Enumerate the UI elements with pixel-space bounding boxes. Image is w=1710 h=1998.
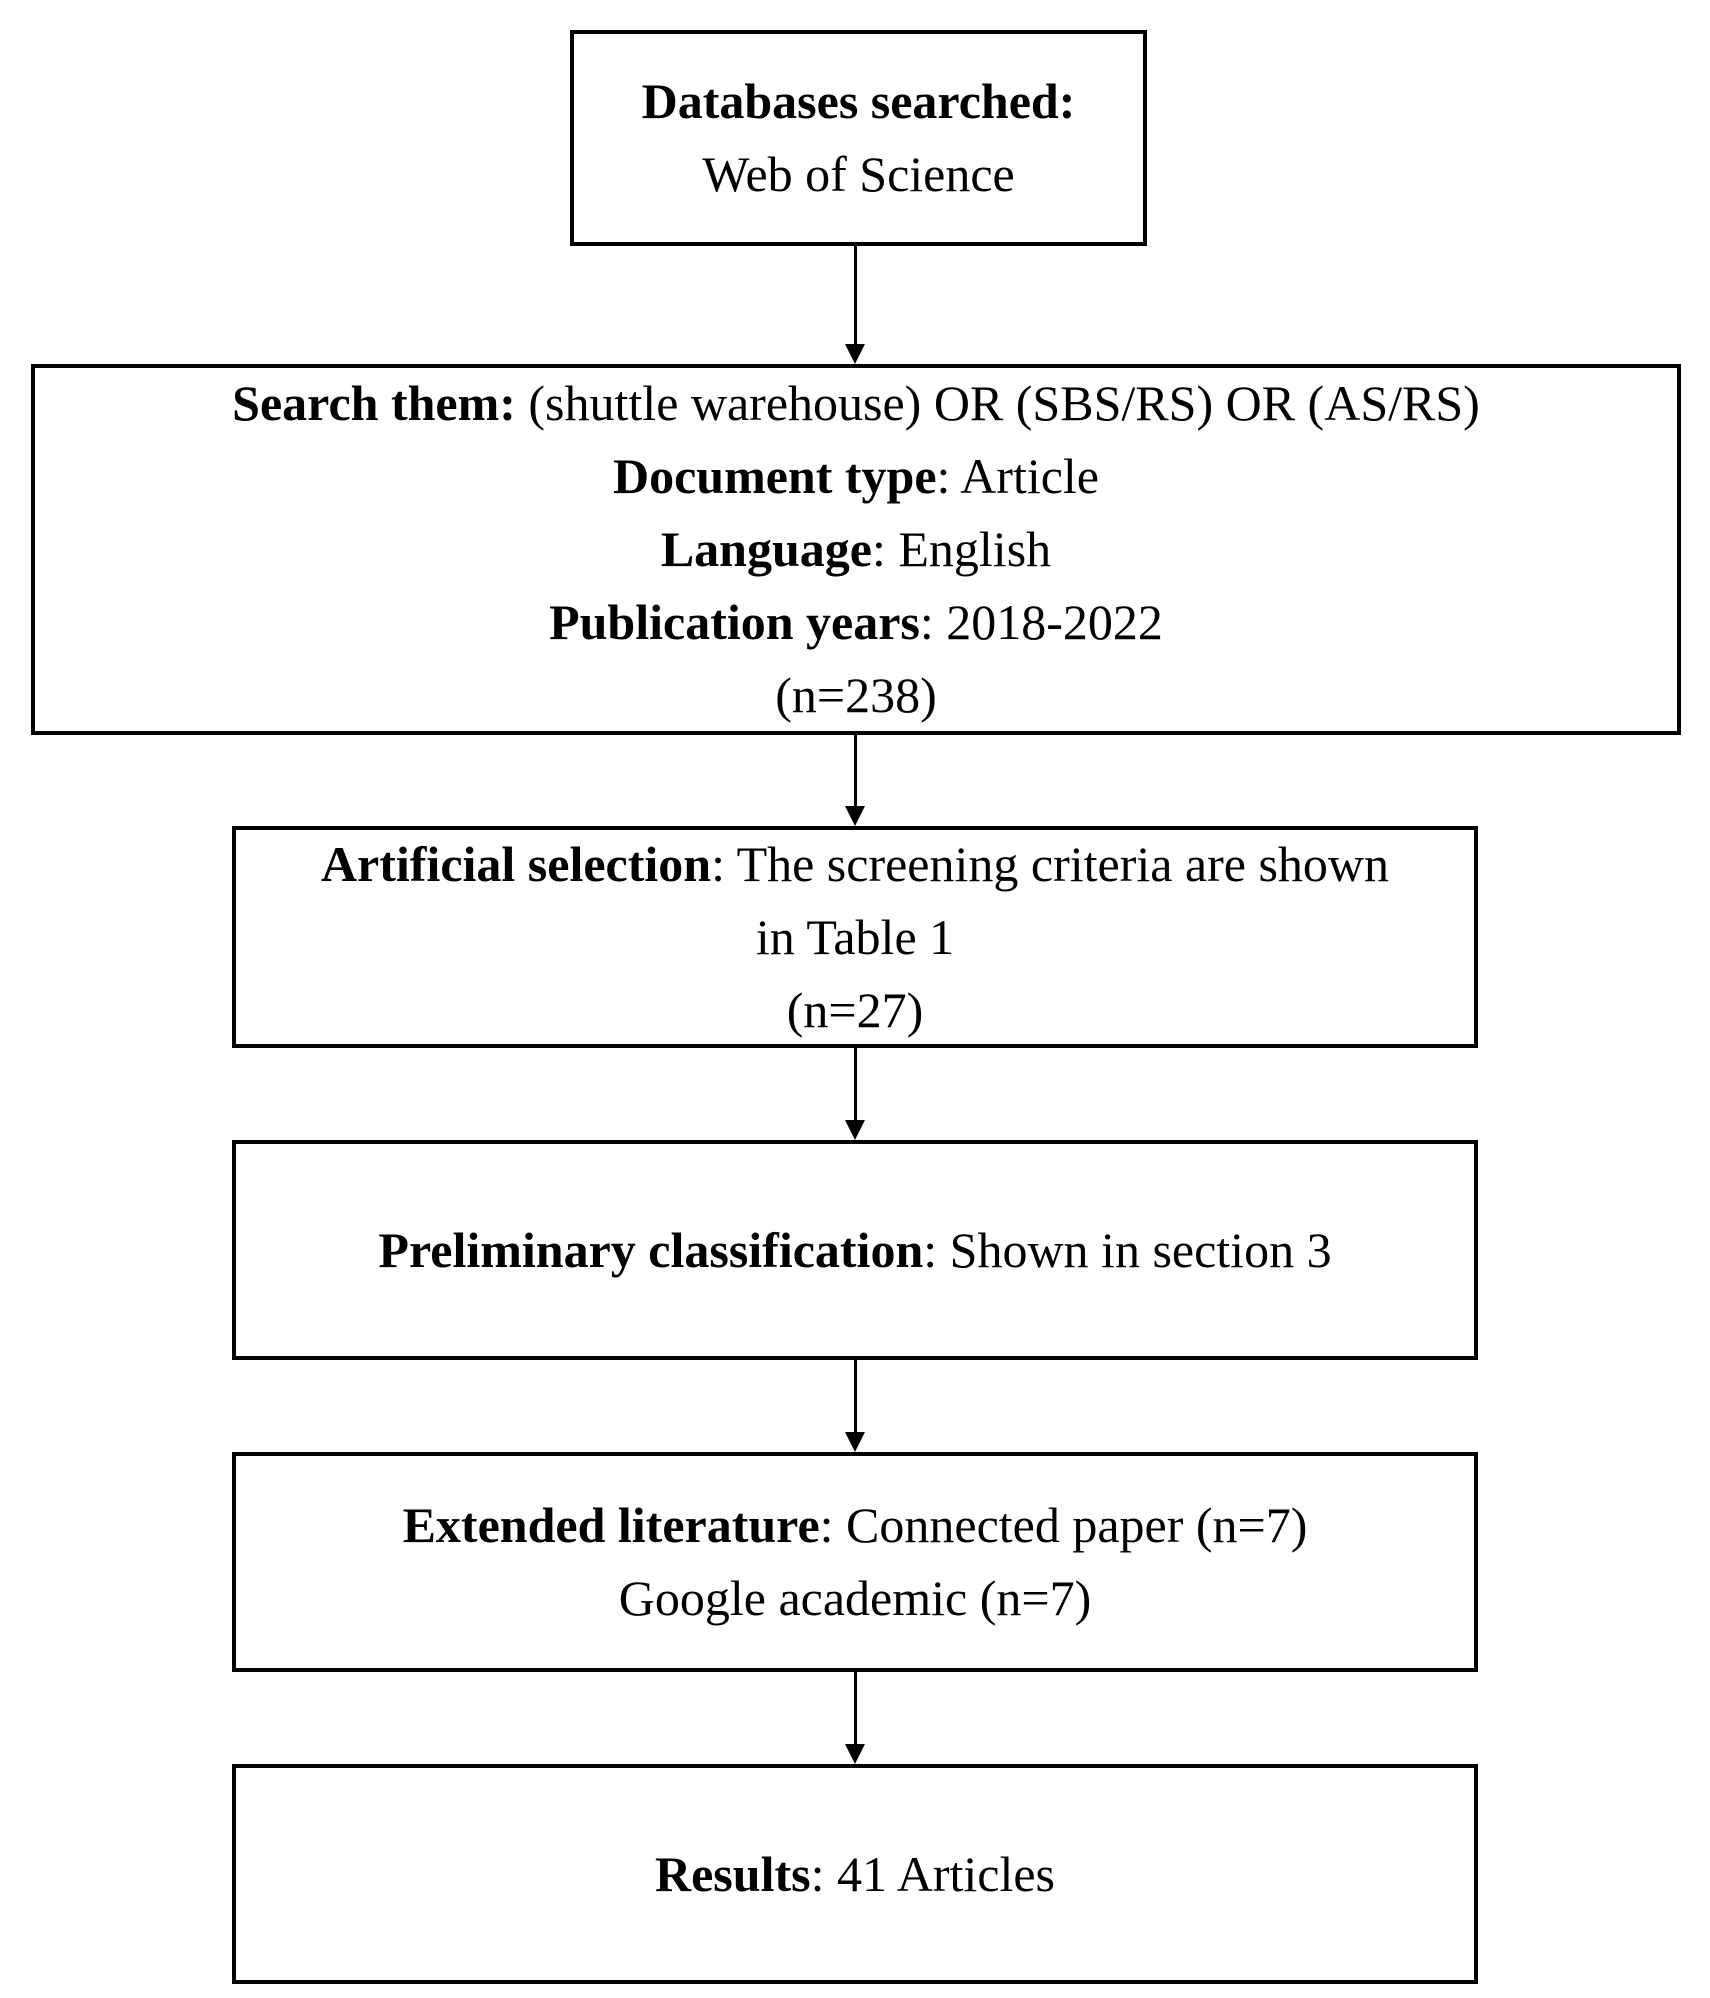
text-segment: : 41 Articles [810, 1845, 1055, 1902]
flow-box-artificial-selection: Artificial selection: The screening crit… [232, 826, 1478, 1048]
bold-label: Document type [612, 448, 937, 504]
text-line: Web of Science [702, 138, 1015, 211]
arrow-down-icon [845, 806, 865, 826]
text-segment: : English [871, 521, 1052, 577]
flow-box-search-terms: Search them: (shuttle warehouse) OR (SBS… [31, 364, 1681, 735]
flow-arrow-databases-to-search [845, 246, 865, 364]
arrow-down-icon [845, 344, 865, 364]
arrow-shaft [853, 735, 857, 806]
text-segment: Web of Science [702, 146, 1015, 202]
arrow-shaft [853, 1360, 857, 1432]
text-line: Search them: (shuttle warehouse) OR (SBS… [232, 367, 1480, 440]
flow-arrow-search-to-artificial [845, 735, 865, 826]
bold-label: Artificial selection [320, 835, 712, 892]
text-line: Databases searched: [642, 65, 1076, 138]
bold-label: Publication years [549, 594, 920, 650]
bold-label: Search them: [232, 375, 516, 431]
flow-arrow-artificial-to-preliminary [845, 1048, 865, 1140]
flow-box-databases-searched: Databases searched: Web of Science [570, 30, 1147, 246]
text-line: in Table 1 [756, 901, 954, 974]
flow-arrow-preliminary-to-extended [845, 1360, 865, 1452]
bold-label: Results [655, 1845, 811, 1902]
arrow-down-icon [845, 1120, 865, 1140]
arrow-down-icon [845, 1432, 865, 1452]
text-line: Google academic (n=7) [619, 1562, 1091, 1635]
text-line: Extended literature: Connected paper (n=… [403, 1489, 1308, 1562]
flow-box-extended-literature: Extended literature: Connected paper (n=… [232, 1452, 1478, 1672]
bold-label: Language [660, 521, 872, 577]
text-line: Results: 41 Articles [655, 1838, 1055, 1911]
bold-label: Preliminary classification [378, 1221, 924, 1278]
text-segment: : The screening criteria are shown [711, 835, 1390, 892]
text-line: Document type: Article [613, 440, 1099, 513]
text-segment: : Shown in section 3 [923, 1221, 1332, 1278]
text-segment: : Article [936, 448, 1099, 504]
flow-arrow-extended-to-results [845, 1672, 865, 1764]
text-line: (n=238) [775, 659, 937, 732]
arrow-shaft [853, 1672, 857, 1744]
arrow-down-icon [845, 1744, 865, 1764]
bold-label: Extended literature [402, 1497, 820, 1553]
text-line: Language: English [661, 513, 1051, 586]
text-segment: Google academic (n=7) [618, 1570, 1092, 1626]
text-segment: (shuttle warehouse) OR (SBS/RS) OR (AS/R… [515, 375, 1480, 431]
text-line: (n=27) [787, 974, 924, 1047]
text-segment: (n=238) [775, 667, 937, 723]
bold-label: Databases searched: [641, 73, 1076, 129]
text-segment: in Table 1 [755, 908, 955, 965]
flow-box-results: Results: 41 Articles [232, 1764, 1478, 1984]
text-line: Publication years: 2018-2022 [549, 586, 1163, 659]
text-segment: : 2018-2022 [919, 594, 1163, 650]
text-segment: : Connected paper (n=7) [819, 1497, 1308, 1553]
text-line: Artificial selection: The screening crit… [321, 828, 1389, 901]
arrow-shaft [853, 1048, 857, 1120]
flow-box-preliminary-classification: Preliminary classification: Shown in sec… [232, 1140, 1478, 1360]
text-segment: (n=27) [786, 981, 924, 1038]
text-line: Preliminary classification: Shown in sec… [378, 1214, 1331, 1287]
arrow-shaft [853, 246, 857, 344]
